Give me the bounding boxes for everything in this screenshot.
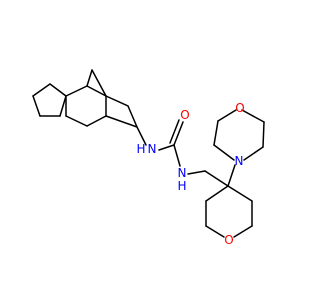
bond	[187, 170, 206, 175]
bond	[32, 83, 51, 97]
bond	[227, 185, 253, 202]
carbonyl-oxygen: O	[180, 108, 189, 122]
bond	[227, 164, 236, 187]
bond-layer	[32, 69, 265, 238]
bond	[86, 69, 93, 87]
bond	[213, 120, 219, 146]
bond	[204, 170, 229, 187]
bond	[105, 115, 138, 128]
bond	[158, 144, 175, 151]
bond	[205, 225, 225, 238]
oxane-oxygen: O	[224, 233, 233, 247]
bond	[65, 85, 88, 97]
atom-label-n: N	[235, 154, 244, 168]
morpholine-nitrogen: N	[235, 154, 244, 168]
bond	[86, 85, 107, 97]
bond	[243, 146, 264, 161]
amide-nh-top: N H	[136, 142, 156, 156]
amide-nh-bottom: N H	[177, 166, 186, 193]
bond	[65, 115, 88, 127]
bond	[213, 144, 235, 161]
bond	[241, 109, 265, 123]
bond	[217, 109, 237, 122]
molecule-structure-diagram: N H O N H N O O	[32, 69, 265, 247]
bond	[136, 126, 147, 146]
bond	[127, 105, 138, 128]
bond	[173, 121, 184, 146]
atom-label-h: H	[177, 179, 186, 193]
bond	[91, 69, 107, 97]
atom-label-o: O	[235, 101, 244, 115]
atom-label-h: H	[136, 142, 145, 156]
bond	[233, 225, 253, 238]
bond	[105, 95, 129, 107]
atom-label-o: O	[224, 233, 233, 247]
atom-label-n: N	[178, 166, 187, 180]
bond	[173, 144, 181, 167]
bond	[32, 95, 41, 117]
bond	[205, 185, 229, 202]
bond	[59, 95, 67, 117]
atom-label-n: N	[148, 142, 157, 156]
bond	[262, 121, 265, 148]
bond	[86, 115, 107, 127]
atom-label-layer: N H O N H N O O	[136, 101, 244, 247]
bond	[49, 83, 67, 97]
bond	[169, 119, 180, 144]
atom-label-o: O	[180, 108, 189, 122]
morpholine-oxygen: O	[235, 101, 244, 115]
